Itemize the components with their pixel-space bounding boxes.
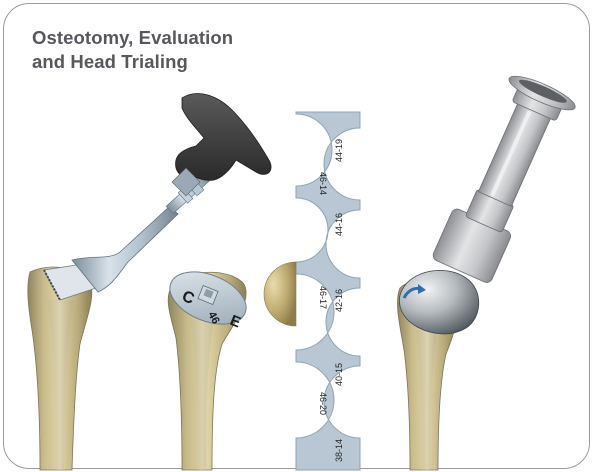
gauge-label-5: 42-16	[334, 289, 344, 312]
gauge-label-6: 40-15	[334, 363, 344, 386]
humeral-head-ball	[264, 262, 296, 326]
gauge-label-8: 38-14	[334, 439, 344, 462]
sizing-gauge: 44-19 46-14 44-16 46-17 42-16 40-15 46-2…	[296, 112, 360, 470]
gauge-label-3: 44-16	[334, 213, 344, 236]
gauge-label-1: 44-19	[334, 139, 344, 162]
gauge-label-2: 46-14	[318, 172, 328, 195]
t-handle	[172, 94, 271, 196]
gauge-label-4: 46-17	[318, 286, 328, 309]
impactor-instrument	[429, 70, 578, 287]
gauge-label-7: 46-20	[318, 392, 328, 415]
